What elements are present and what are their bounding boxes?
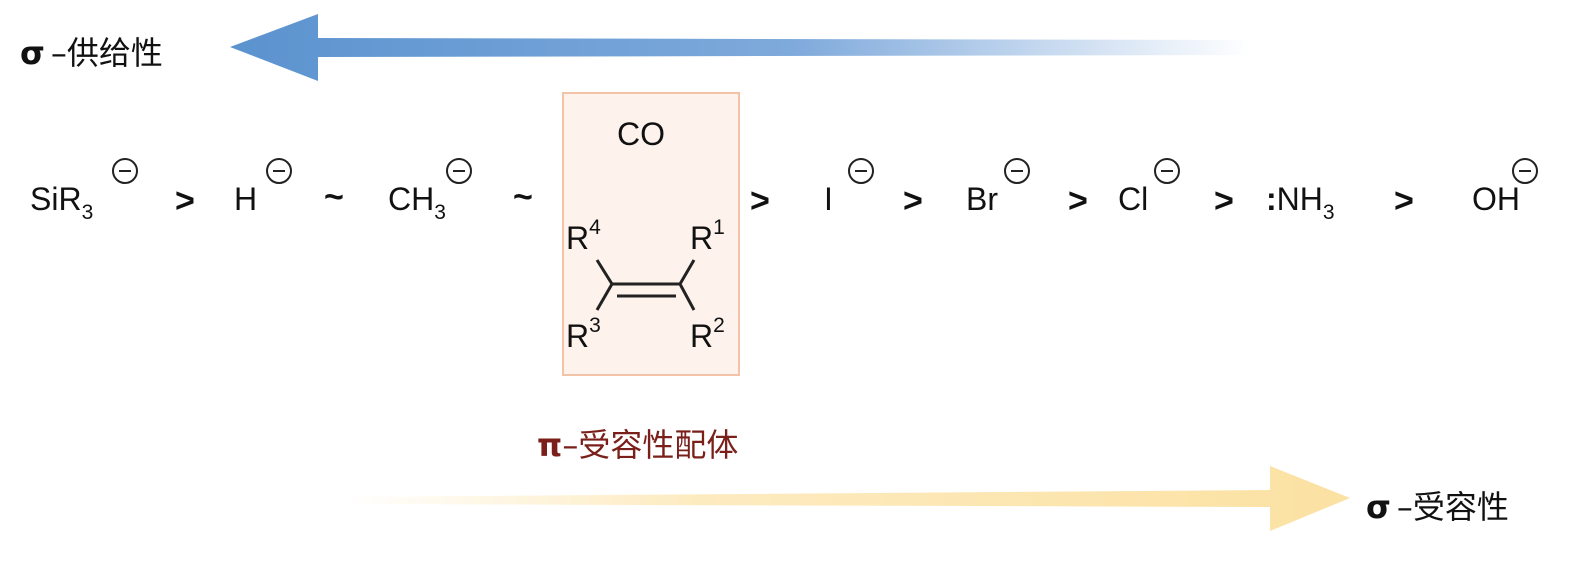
sigma-donor-arrow bbox=[230, 14, 1250, 81]
chloride-ligand: Cl bbox=[1118, 181, 1149, 217]
alkene-r4: R4 bbox=[566, 216, 601, 256]
pi-acceptor-label: π–受容性配体 bbox=[537, 426, 739, 464]
gt-symbol: > bbox=[1394, 182, 1414, 220]
negative-charge-icon bbox=[1512, 158, 1538, 184]
co-ligand: CO bbox=[617, 116, 665, 152]
sigma-donor-label: σ–供给性 bbox=[20, 34, 163, 72]
sigma-acceptor-label: σ–受容性 bbox=[1366, 488, 1509, 526]
gt-symbol: > bbox=[1214, 182, 1234, 220]
alkene-r1: R1 bbox=[690, 216, 725, 256]
negative-charge-icon bbox=[446, 158, 472, 184]
gt-symbol: > bbox=[903, 182, 923, 220]
negative-charge-icon bbox=[1154, 158, 1180, 184]
negative-charge-icon bbox=[1004, 158, 1030, 184]
alkene-r2: R2 bbox=[690, 314, 725, 354]
negative-charge-icon bbox=[848, 158, 874, 184]
sigma-acceptor-arrow bbox=[345, 466, 1350, 531]
pi-acceptor-box bbox=[562, 92, 740, 376]
hydroxide-ligand: OH bbox=[1472, 181, 1520, 217]
hydride-ligand: H bbox=[234, 181, 258, 217]
sir3-ligand: SiR3 bbox=[30, 181, 94, 224]
gt-symbol: > bbox=[1068, 182, 1088, 220]
negative-charge-icon bbox=[112, 158, 138, 184]
iodide-ligand: I bbox=[824, 181, 833, 217]
gt-symbol: > bbox=[175, 182, 195, 220]
bromide-ligand: Br bbox=[966, 181, 998, 217]
methyl-ligand: CH3 bbox=[388, 181, 446, 224]
ammonia-ligand: :NH3 bbox=[1266, 181, 1335, 224]
negative-charge-icon bbox=[266, 158, 292, 184]
approx-symbol: ~ bbox=[324, 178, 344, 216]
approx-symbol: ~ bbox=[513, 178, 533, 216]
gt-symbol: > bbox=[750, 182, 770, 220]
alkene-r3: R3 bbox=[566, 314, 601, 354]
